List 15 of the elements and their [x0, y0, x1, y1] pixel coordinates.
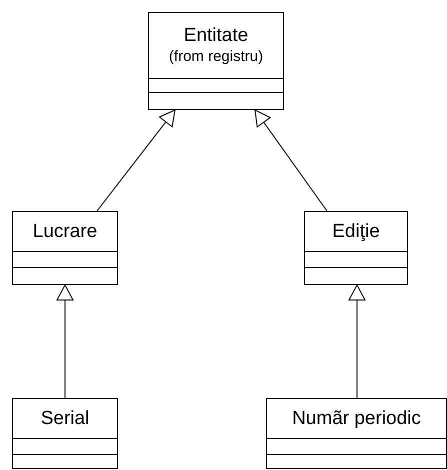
class-name: Serial [40, 408, 90, 430]
class-box [12, 211, 118, 285]
class-name: Lucrare [32, 220, 98, 242]
class-name: Ediţie [332, 220, 380, 242]
generalization-arrow [96, 110, 176, 212]
generalization-arrow [56, 284, 74, 398]
class-box [266, 398, 447, 469]
class-name: Numãr periodic [292, 408, 421, 430]
class-box [12, 398, 118, 469]
generalization-arrow [348, 284, 366, 398]
class-box [148, 12, 284, 110]
class-box [304, 211, 408, 285]
class-name: Entitate [184, 24, 248, 46]
generalization-arrow [254, 110, 328, 212]
package-note: (from registru) [168, 46, 264, 66]
